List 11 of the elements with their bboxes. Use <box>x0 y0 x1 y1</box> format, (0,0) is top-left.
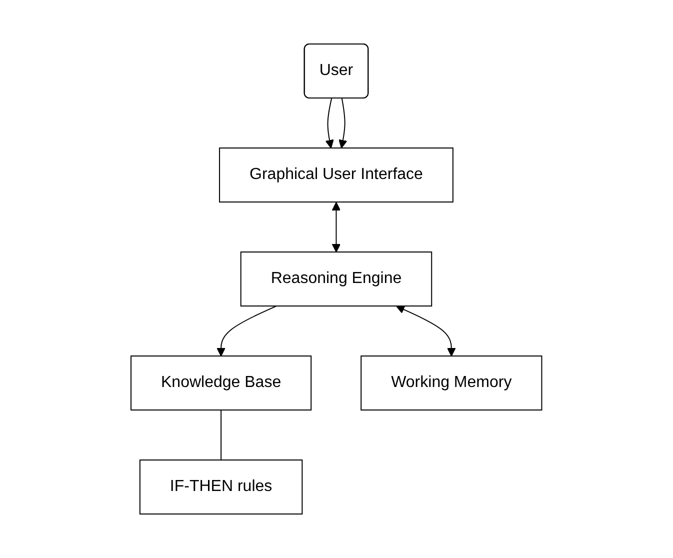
node-box: Reasoning Engine <box>240 252 432 306</box>
arrow <box>332 202 341 252</box>
node-box: Graphical User Interface <box>219 148 454 202</box>
arrow <box>396 305 456 356</box>
arrow <box>216 306 278 356</box>
node-box: Knowledge Base <box>130 356 312 410</box>
node-box: IF-THEN rules <box>140 460 303 514</box>
node-box: Working Memory <box>360 356 542 410</box>
connector <box>220 410 222 460</box>
arrow <box>325 98 334 148</box>
arrow <box>338 98 348 148</box>
